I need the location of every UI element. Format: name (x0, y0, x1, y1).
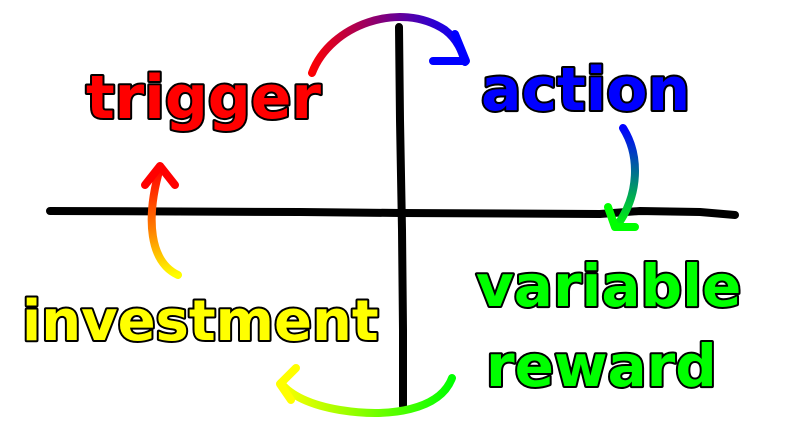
label-investment: investment (22, 289, 379, 354)
label-reward: reward (486, 332, 717, 400)
arrowhead-icon (141, 162, 179, 189)
label-trigger: trigger (86, 63, 321, 133)
arrow-action-to-reward (604, 124, 639, 231)
horizontal-axis (46, 207, 739, 219)
vertical-axis (395, 23, 407, 410)
arrowhead-icon (276, 364, 300, 404)
label-action: action (481, 55, 690, 125)
arrow-trigger-to-action (308, 13, 470, 77)
arrowhead-icon (604, 203, 639, 231)
label-variable: variable (476, 252, 741, 320)
arrow-reward-to-investment (276, 364, 456, 417)
arrow-investment-to-trigger (141, 162, 182, 279)
arrowhead-icon (429, 30, 470, 65)
